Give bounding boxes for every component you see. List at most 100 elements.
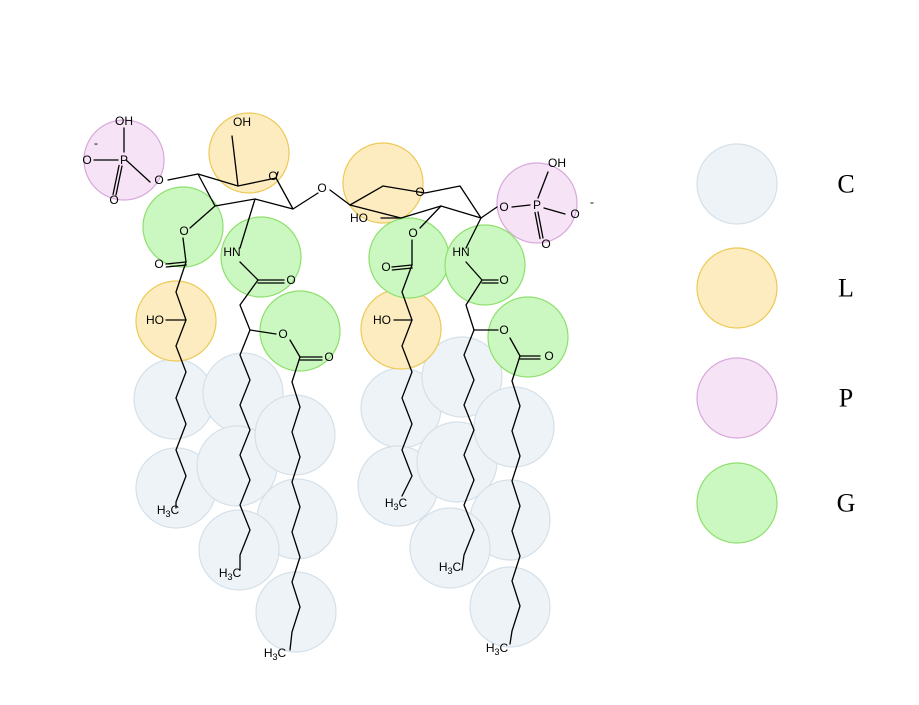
right-ring-oxygen: O	[415, 185, 424, 199]
bead-P-21	[83, 119, 165, 201]
bead-C-5	[254, 394, 336, 476]
bead-L-18	[135, 280, 217, 362]
left-p-ester-o: O	[154, 173, 163, 187]
left-p-o	[167, 173, 199, 181]
chain6-h3c: H3C	[486, 641, 509, 657]
legend-label-L: L	[838, 274, 854, 303]
left-ch2oh	[231, 135, 239, 187]
chain2-carbonyl-o: O	[324, 350, 333, 364]
right-amide-c	[465, 261, 483, 281]
chain2-ester-o	[249, 329, 277, 335]
chain-3	[289, 356, 301, 651]
right-ester-o	[419, 205, 442, 229]
chain5-ester-c	[509, 337, 521, 357]
right-sugar-ho: HO	[350, 211, 368, 225]
right-amide-o: O	[499, 273, 508, 287]
bead-L-17	[208, 112, 290, 194]
glycosidic-bond-left	[292, 192, 319, 210]
left-p-dbl-o: O	[109, 193, 118, 207]
bead-C-8	[255, 571, 337, 653]
right-phosphorus: P	[533, 198, 541, 212]
chain4-ho: HO	[373, 313, 391, 327]
legend: C L P G	[696, 143, 856, 544]
legend-swatch-C	[696, 143, 778, 225]
chain1-h3c: H3C	[157, 503, 180, 519]
right-p-dbl-o: O	[541, 237, 550, 251]
glycosidic-bond-right	[329, 189, 351, 206]
chain2-h3c: H3C	[219, 566, 242, 582]
right-p-ester-o: O	[499, 200, 508, 214]
right-p-oh-label: OH	[548, 156, 566, 170]
right-amide-hn: HN	[452, 245, 469, 259]
left-ring-oxygen: O	[268, 169, 277, 183]
chain2-ester-oxygen: O	[278, 327, 287, 341]
right-p-o	[480, 206, 498, 219]
left-ester-oxygen: O	[179, 224, 188, 238]
left-p-oh-label: OH	[115, 114, 133, 128]
legend-label-P: P	[839, 384, 853, 413]
chain-4	[401, 264, 413, 497]
left-o-p	[125, 159, 151, 183]
right-ester-oxygen: O	[408, 226, 417, 240]
left-ester-dbl	[165, 264, 187, 268]
bead-C-1	[133, 358, 215, 440]
bead-G-24	[220, 216, 302, 298]
legend-label-G: G	[837, 489, 856, 518]
legend-label-C: C	[837, 170, 854, 199]
chain3-h3c: H3C	[264, 646, 287, 662]
legend-swatch-P	[696, 357, 778, 439]
chain-6	[509, 355, 521, 645]
left-ch2-oh: OH	[233, 115, 251, 129]
right-ester-dbl	[391, 267, 413, 271]
bond-layer	[93, 127, 566, 651]
right-carbonyl-o: O	[381, 260, 390, 274]
bead-G-28	[487, 296, 569, 378]
left-p-dbl	[115, 165, 123, 196]
chain2-ester-c	[289, 339, 301, 358]
left-p-dbl	[112, 164, 120, 196]
bead-C-13	[473, 386, 555, 468]
right-o-p	[511, 204, 531, 208]
left-ester-c	[182, 237, 187, 263]
left-phosphorus: P	[120, 153, 128, 167]
bead-G-23	[142, 186, 224, 268]
bead-layer	[83, 112, 578, 653]
bead-L-20	[360, 288, 442, 370]
left-p-charge: -	[94, 136, 98, 150]
bridge-oxygen: O	[317, 181, 326, 195]
left-amide-o: O	[286, 273, 295, 287]
chain5-carbonyl-o: O	[544, 349, 553, 363]
atom-label-layer: OH-POOOOHOOOOHNOHOOOH3CH3CH3COHOOOHNOHOO…	[82, 114, 594, 662]
right-p-o-label: O	[570, 207, 579, 221]
left-amide-n	[239, 198, 256, 249]
right-amide-n	[465, 217, 482, 249]
right-p-oh	[537, 171, 549, 199]
bead-P-22	[496, 162, 578, 244]
right-ester-dbl	[391, 264, 413, 268]
legend-swatch-G	[696, 462, 778, 544]
chain4-h3c: H3C	[385, 496, 408, 512]
right-p-charge: -	[590, 195, 594, 209]
left-ring-o	[275, 171, 279, 179]
right-p-dbl	[537, 211, 544, 239]
right-sugar-ring	[349, 185, 482, 219]
bead-C-11	[421, 336, 503, 418]
right-p-o2	[543, 207, 566, 215]
chain5-ester-oxygen: O	[499, 323, 508, 337]
left-ester-o	[189, 205, 216, 229]
chain1-ho: HO	[146, 313, 164, 327]
bead-C-7	[198, 509, 280, 591]
left-p-o-label: O	[82, 153, 91, 167]
bead-C-16	[469, 566, 551, 648]
left-amide-c	[239, 261, 259, 281]
bead-L-19	[342, 142, 424, 224]
left-ester-dbl	[165, 261, 187, 265]
bead-G-27	[444, 224, 526, 306]
chain-1	[175, 261, 187, 509]
legend-swatch-L	[696, 247, 778, 329]
chain5-h3c: H3C	[439, 560, 462, 576]
left-carbonyl-o: O	[154, 257, 163, 271]
right-p-dbl	[534, 211, 541, 240]
left-amide-hn: HN	[223, 245, 240, 259]
